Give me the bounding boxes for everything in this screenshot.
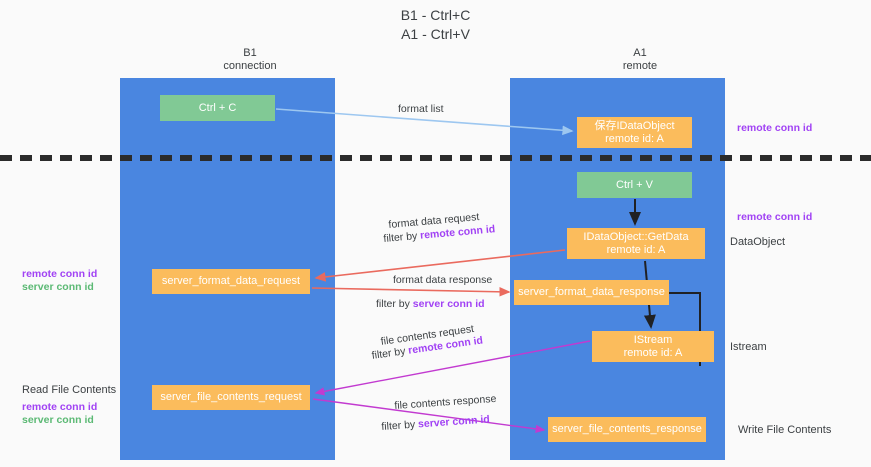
annotation-remote-conn-id-top: remote conn id bbox=[737, 122, 813, 134]
node-istream[interactable]: IStream remote id: A bbox=[592, 331, 714, 362]
phase-divider bbox=[0, 155, 871, 161]
node-getdata-sub: remote id: A bbox=[606, 243, 666, 256]
filter-prefix: filter by bbox=[371, 344, 410, 362]
column-header-b1: B1 connection bbox=[150, 47, 350, 73]
column-header-a1: A1 remote bbox=[540, 47, 740, 73]
side-label-istream: Istream bbox=[730, 341, 767, 353]
page-title: B1 - Ctrl+C A1 - Ctrl+V bbox=[0, 6, 871, 44]
column-header-a1-name: A1 bbox=[633, 47, 647, 59]
node-idataobject[interactable]: 保存IDataObject remote id: A bbox=[577, 117, 692, 148]
node-idataobject-sub: remote id: A bbox=[605, 132, 664, 145]
title-line-1: B1 - Ctrl+C bbox=[400, 7, 471, 23]
annotation-remote-conn-id-left-upper: remote conn id bbox=[22, 268, 98, 280]
annotation-remote-conn-id-mid: remote conn id bbox=[737, 211, 813, 223]
filter-prefix: filter by bbox=[383, 229, 421, 245]
column-header-b1-name: B1 bbox=[243, 47, 257, 59]
node-server-file-contents-request-label: server_file_contents_request bbox=[160, 391, 302, 403]
filter-prefix: filter by bbox=[381, 418, 419, 433]
node-server-format-data-request[interactable]: server_format_data_request bbox=[152, 269, 310, 294]
edge-label-file-contents-response: file contents response bbox=[394, 392, 497, 412]
annotation-server-conn-id-left-upper: server conn id bbox=[22, 281, 94, 293]
column-header-b1-role: connection bbox=[223, 60, 277, 72]
edge-label-format-data-response-filter: filter by server conn id bbox=[376, 298, 485, 311]
node-getdata-label: IDataObject::GetData bbox=[583, 230, 689, 243]
filter-key-server-conn-id: server conn id bbox=[417, 413, 491, 431]
node-getdata[interactable]: IDataObject::GetData remote id: A bbox=[567, 228, 705, 259]
node-server-format-data-response[interactable]: server_format_data_response bbox=[514, 280, 669, 305]
node-server-file-contents-response-label: server_file_contents_response bbox=[552, 423, 702, 435]
annotation-remote-conn-id-left-lower: remote conn id bbox=[22, 401, 98, 413]
node-ctrl-v[interactable]: Ctrl + V bbox=[577, 172, 692, 198]
node-istream-sub: remote id: A bbox=[623, 346, 683, 359]
edge-label-format-data-response: format data response bbox=[393, 274, 493, 286]
edge-label-format-list: format list bbox=[398, 103, 444, 115]
node-ctrl-v-label: Ctrl + V bbox=[616, 178, 653, 191]
node-server-format-data-request-label: server_format_data_request bbox=[161, 275, 301, 287]
filter-key-server-conn-id: server conn id bbox=[412, 298, 485, 310]
node-ctrl-c-label: Ctrl + C bbox=[198, 101, 237, 114]
node-server-file-contents-response[interactable]: server_file_contents_response bbox=[548, 417, 706, 442]
node-idataobject-label: 保存IDataObject bbox=[594, 119, 675, 132]
edge-label-file-contents-response-filter: filter by server conn id bbox=[381, 413, 490, 434]
node-server-format-data-response-label: server_format_data_response bbox=[518, 286, 665, 298]
node-ctrl-c[interactable]: Ctrl + C bbox=[160, 95, 275, 121]
filter-prefix: filter by bbox=[376, 298, 413, 310]
node-server-file-contents-request[interactable]: server_file_contents_request bbox=[152, 385, 310, 410]
title-line-2: A1 - Ctrl+V bbox=[401, 26, 470, 42]
annotation-server-conn-id-left-lower: server conn id bbox=[22, 414, 94, 426]
side-label-dataobject: DataObject bbox=[730, 236, 786, 248]
node-istream-label: IStream bbox=[633, 333, 673, 346]
side-label-read-file-contents: Read File Contents bbox=[22, 384, 117, 396]
column-header-a1-role: remote bbox=[622, 60, 658, 72]
side-label-write-file-contents: Write File Contents bbox=[738, 424, 832, 436]
